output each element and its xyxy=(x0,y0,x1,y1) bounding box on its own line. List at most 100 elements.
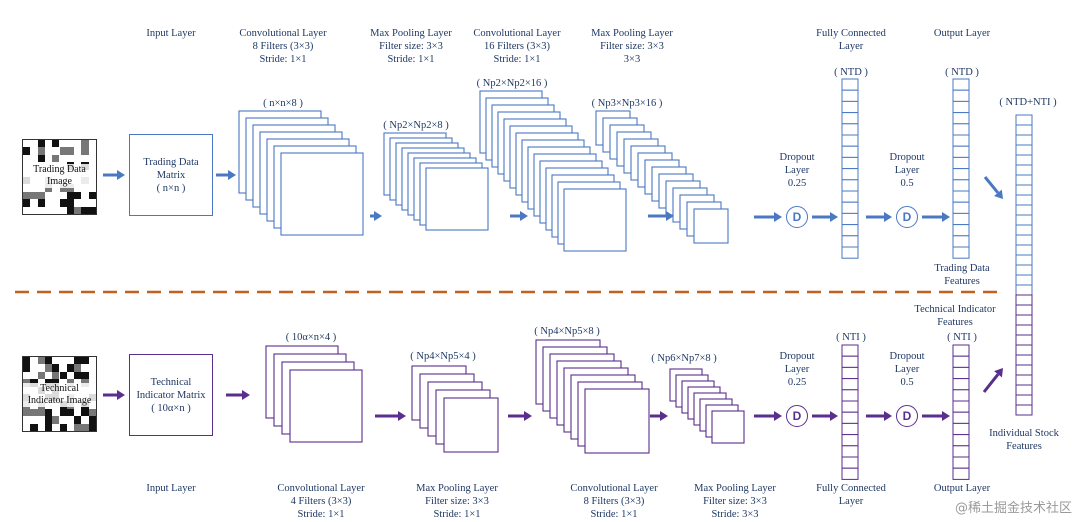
top-arrow-pool2-to-dropout xyxy=(754,212,782,222)
top-conv2-stack-sheet xyxy=(563,188,627,252)
image-pixel xyxy=(37,147,45,155)
bottom-arrow-pool1-to-conv2-head xyxy=(524,411,532,421)
top-fc-column-cell xyxy=(841,212,859,226)
technical-indicator-image: Technical Indicator Image xyxy=(22,356,97,432)
merged-feature-cell xyxy=(1015,284,1033,296)
bottom-pool1-dim: ( Np4×Np5×4 ) xyxy=(410,351,476,362)
image-pixel xyxy=(59,371,67,380)
top-pool1-stack-sheet xyxy=(425,167,489,231)
image-pixel xyxy=(52,154,60,163)
image-pixel xyxy=(23,147,31,155)
image-pixel xyxy=(81,423,89,431)
image-pixel xyxy=(37,199,45,207)
image-pixel xyxy=(88,423,96,431)
image-pixel xyxy=(37,357,45,365)
merged-feature-cell xyxy=(1015,174,1033,186)
image-pixel xyxy=(74,206,82,214)
image-pixel xyxy=(81,371,89,380)
image-pixel xyxy=(44,408,53,417)
bottom-arrow-matrix-to-conv1-head xyxy=(242,390,250,400)
image-pixel xyxy=(59,199,67,207)
bottom-arrow-image-to-matrix-head xyxy=(117,390,125,400)
merged-feature-cell xyxy=(1015,294,1033,306)
top-arrow-dropout-to-fc-head xyxy=(830,212,838,222)
image-pixel xyxy=(30,408,38,417)
technical-indicator-matrix: Technical Indicator Matrix ( 10α×n ) xyxy=(129,354,213,436)
bottom-arrow-to-merged-shaft xyxy=(982,373,1000,393)
top-arrow-conv1-to-pool1-head xyxy=(374,211,382,221)
image-pixel xyxy=(37,191,45,200)
image-pixel xyxy=(74,191,82,200)
top-output-column-cell xyxy=(952,134,970,147)
bottom-output-layer-title: Output Layer xyxy=(933,483,991,494)
image-pixel xyxy=(59,147,67,155)
merged-feature-cell xyxy=(1015,214,1033,226)
merged-feature-cell xyxy=(1015,254,1033,266)
image-pixel xyxy=(52,416,60,424)
image-pixel xyxy=(88,206,96,214)
merged-feature-cell xyxy=(1015,384,1033,396)
bottom-output-column-cell xyxy=(952,456,970,469)
top-output-column-cell xyxy=(952,224,970,237)
top-output-column-cell xyxy=(952,123,970,136)
top-output-column-cell xyxy=(952,78,970,91)
merged-feature-cell xyxy=(1015,364,1033,376)
merged-feature-cell xyxy=(1015,224,1033,236)
top-fc-column-cell xyxy=(841,190,859,203)
top-output-column-cell xyxy=(952,179,970,192)
top-pool2-stack-sheet xyxy=(693,208,729,244)
top-output-column-cell xyxy=(952,168,970,181)
image-pixel xyxy=(81,206,89,214)
merged-feature-cell xyxy=(1015,274,1033,286)
merged-feature-cell xyxy=(1015,124,1033,136)
image-pixel xyxy=(74,416,82,424)
bottom-output-column-cell xyxy=(952,389,970,402)
merged-feature-cell xyxy=(1015,164,1033,176)
top-arrow-matrix-to-conv1 xyxy=(216,170,236,180)
image-pixel xyxy=(81,147,89,155)
top-arrow-conv1-to-pool1 xyxy=(370,211,382,221)
top-pool1-dim: ( Np2×Np2×8 ) xyxy=(383,120,449,131)
image-pixel xyxy=(81,140,89,148)
bottom-arrow-pool1-to-conv2 xyxy=(508,411,532,421)
top-arrow-pool1-to-conv2-head xyxy=(520,211,528,221)
image-pixel xyxy=(59,423,67,431)
bottom-fc-column-cell xyxy=(841,400,859,413)
bottom-arrow-to-merged xyxy=(982,368,1003,393)
top-arrow-dropout-to-output-head xyxy=(942,212,950,222)
image-pixel xyxy=(52,379,60,387)
merged-feature-cell xyxy=(1015,314,1033,326)
image-pixel xyxy=(52,364,60,372)
image-pixel xyxy=(44,416,53,424)
bottom-output-column-cell xyxy=(952,445,970,458)
top-arrow-fc-to-dropout-head xyxy=(884,212,892,222)
bottom-dropout2-symbol: D xyxy=(896,405,918,427)
merged-feature-cell xyxy=(1015,234,1033,246)
merged-feature-cell xyxy=(1015,144,1033,156)
top-output-column-cell xyxy=(952,145,970,158)
top-conv1-stack-sheet xyxy=(280,152,364,236)
top-conv1-dim: ( n×n×8 ) xyxy=(263,98,303,109)
bottom-arrow-image-to-matrix xyxy=(103,390,125,400)
image-pixel xyxy=(66,206,75,214)
image-pixel xyxy=(52,371,60,380)
bottom-fc-column-cell xyxy=(841,366,859,380)
image-pixel xyxy=(59,408,67,417)
top-dropout1-symbol: D xyxy=(786,206,808,228)
bottom-output-column-cell xyxy=(952,434,970,447)
image-pixel xyxy=(74,364,82,372)
top-arrow-dropout-to-output xyxy=(922,212,950,222)
top-arrow-conv2-to-pool2 xyxy=(648,211,674,221)
bottom-arrow-conv1-to-pool1 xyxy=(375,411,406,421)
bottom-fc-column-cell xyxy=(841,378,859,391)
top-arrow-to-merged-shaft xyxy=(983,176,1000,194)
top-arrow-to-merged-head xyxy=(994,189,1003,199)
image-pixel xyxy=(23,379,31,387)
